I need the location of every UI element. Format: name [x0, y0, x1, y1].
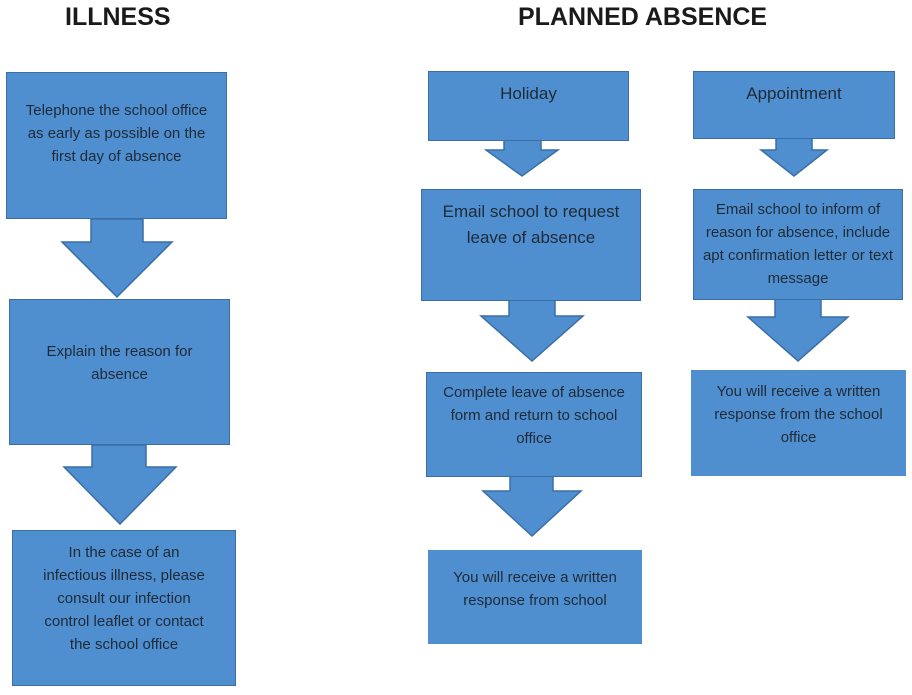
planned-absence-heading: PLANNED ABSENCE: [518, 3, 768, 31]
illness-step-2-box: Explain the reason for absence: [9, 299, 230, 445]
illness-step-1-box: Telephone the school office as early as …: [6, 72, 227, 219]
appointment-step-2-box: You will receive a written response from…: [691, 370, 906, 476]
appointment-title-box: Appointment: [693, 71, 895, 139]
holiday-step-2-text: Complete leave of absence form and retur…: [443, 384, 625, 447]
holiday-title-box: Holiday: [428, 71, 629, 141]
arrow-holiday-3: [481, 475, 583, 538]
arrow-appointment-1: [758, 137, 830, 177]
illness-heading: ILLNESS: [65, 3, 171, 31]
holiday-step-1-text: Email school to request leave of absence: [442, 202, 620, 247]
illness-step-2-text: Explain the reason for absence: [46, 343, 193, 383]
illness-step-1-text: Telephone the school office as early as …: [25, 102, 208, 165]
holiday-step-2-box: Complete leave of absence form and retur…: [426, 372, 642, 477]
holiday-title-text: Holiday: [500, 84, 557, 103]
arrow-illness-2: [62, 444, 178, 526]
holiday-step-3-text: You will receive a written response from…: [453, 569, 617, 609]
holiday-step-1-box: Email school to request leave of absence: [421, 189, 641, 301]
arrow-illness-1: [60, 218, 174, 299]
arrow-holiday-1: [483, 139, 561, 177]
arrow-appointment-2: [746, 298, 850, 362]
appointment-title-text: Appointment: [746, 84, 842, 103]
arrow-holiday-2: [479, 299, 585, 363]
illness-step-3-box: In the case of an infectious illness, pl…: [12, 530, 236, 686]
appointment-step-1-box: Email school to inform of reason for abs…: [693, 189, 903, 300]
holiday-step-3-box: You will receive a written response from…: [428, 550, 642, 644]
appointment-step-1-text: Email school to inform of reason for abs…: [702, 201, 894, 287]
appointment-step-2-text: You will receive a written response from…: [714, 383, 883, 446]
illness-step-3-text: In the case of an infectious illness, pl…: [43, 544, 205, 653]
